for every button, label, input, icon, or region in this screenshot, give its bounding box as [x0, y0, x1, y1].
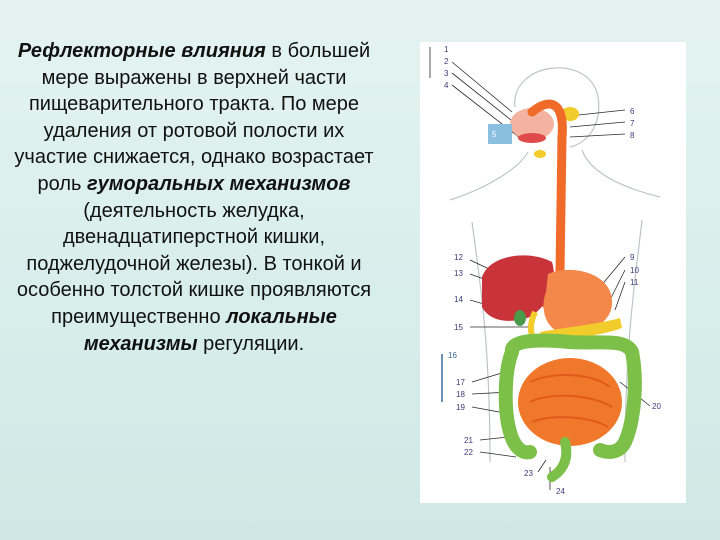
label-1: 1 [444, 45, 449, 54]
term-humoral-mechanisms: гуморальных механизмов [87, 173, 351, 195]
label-5: 5 [492, 130, 497, 139]
label-13: 13 [454, 269, 463, 278]
label-17: 17 [456, 378, 465, 387]
label-3: 3 [444, 69, 449, 78]
gallbladder [514, 310, 526, 326]
rectum [552, 442, 566, 477]
label-14: 14 [454, 295, 463, 304]
label-15: 15 [454, 323, 463, 332]
label-4: 4 [444, 81, 449, 90]
term-reflex-influences: Рефлекторные влияния [18, 40, 266, 62]
slide-text: Рефлекторные влияния в большей мере выра… [14, 38, 374, 357]
digestive-system-svg: 1 2 3 4 5 6 7 8 9 10 11 12 13 14 15 16 1… [420, 42, 686, 503]
label-10: 10 [630, 266, 639, 275]
label-19: 19 [456, 403, 465, 412]
label-8: 8 [630, 131, 635, 140]
label-9: 9 [630, 253, 635, 262]
label-24: 24 [556, 487, 565, 496]
label-12: 12 [454, 253, 463, 262]
label-7: 7 [630, 119, 635, 128]
label-22: 22 [464, 448, 473, 457]
label-21: 21 [464, 436, 473, 445]
label-23: 23 [524, 469, 533, 478]
text-part-1: в большей мере выражены в верхней части … [14, 40, 373, 195]
label-6: 6 [630, 107, 635, 116]
small-intestine [518, 358, 622, 446]
label-16: 16 [448, 351, 457, 360]
digestive-system-diagram: 1 2 3 4 5 6 7 8 9 10 11 12 13 14 15 16 1… [420, 42, 686, 503]
text-part-3: регуляции. [198, 333, 305, 355]
label-11: 11 [630, 278, 639, 287]
label-18: 18 [456, 390, 465, 399]
label-20: 20 [652, 402, 661, 411]
label-2: 2 [444, 57, 449, 66]
